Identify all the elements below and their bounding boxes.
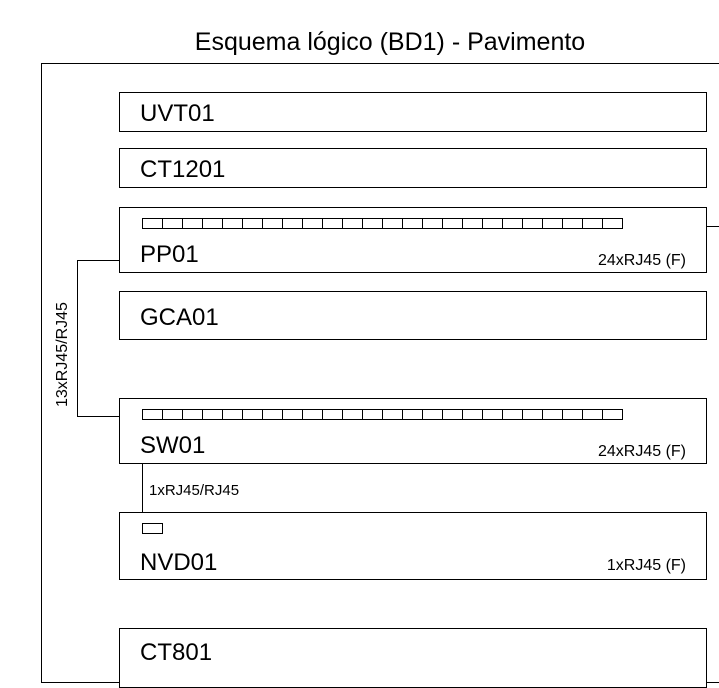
pp-sw-connector-top xyxy=(77,260,119,261)
rj45-port xyxy=(562,409,583,420)
rj45-port xyxy=(502,218,523,229)
rj45-port xyxy=(182,409,203,420)
rj45-port xyxy=(442,409,463,420)
rj45-port xyxy=(462,218,483,229)
rj45-port xyxy=(242,409,263,420)
rj45-port xyxy=(462,409,483,420)
rj45-port xyxy=(522,218,543,229)
sw01-port-row xyxy=(142,409,623,420)
rj45-port xyxy=(142,409,163,420)
rj45-port xyxy=(282,218,303,229)
sw01-switch: SW01 24xRJ45 (F) xyxy=(119,398,707,464)
rj45-port xyxy=(602,409,623,420)
rj45-port xyxy=(342,409,363,420)
rj45-port xyxy=(442,218,463,229)
ct1201-box: CT1201 xyxy=(119,148,707,188)
rj45-port xyxy=(582,218,603,229)
rj45-port xyxy=(342,218,363,229)
rj45-port xyxy=(362,218,383,229)
rj45-port xyxy=(602,218,623,229)
rj45-port xyxy=(522,409,543,420)
sw-nvd-connection-label: 1xRJ45/RJ45 xyxy=(149,482,240,499)
rj45-port xyxy=(302,218,323,229)
rj45-port xyxy=(242,218,263,229)
pp-sw-connector-bottom xyxy=(77,416,119,417)
uvt01-box: UVT01 xyxy=(119,92,707,132)
nvd01-port-spec: 1xRJ45 (F) xyxy=(606,557,686,574)
rj45-port xyxy=(322,218,343,229)
ct801-box: CT801 xyxy=(119,628,707,688)
sw-nvd-connector xyxy=(142,464,143,512)
nvd01-port-row xyxy=(142,523,163,534)
rj45-port xyxy=(322,409,343,420)
rj45-port xyxy=(382,409,403,420)
diagram-title: Esquema lógico (BD1) - Pavimento xyxy=(194,28,586,56)
rj45-port xyxy=(422,218,443,229)
rj45-port xyxy=(362,409,383,420)
sw01-label: SW01 xyxy=(140,432,206,459)
rj45-port xyxy=(142,218,163,229)
rj45-port xyxy=(482,409,503,420)
pp01-port-row xyxy=(142,218,623,229)
gca01-box: GCA01 xyxy=(119,291,707,340)
rj45-port xyxy=(422,409,443,420)
pp-sw-connection-label: 13xRJ45/RJ45 xyxy=(54,302,71,407)
ct1201-label: CT1201 xyxy=(140,156,226,183)
nvd01-recorder: NVD01 1xRJ45 (F) xyxy=(119,512,707,580)
rj45-port xyxy=(182,218,203,229)
rj45-port xyxy=(282,409,303,420)
rj45-port xyxy=(162,218,183,229)
uvt01-label: UVT01 xyxy=(140,100,215,127)
rj45-port xyxy=(542,409,563,420)
ct801-label: CT801 xyxy=(140,639,213,666)
rj45-port xyxy=(262,218,283,229)
pp-sw-connector-vertical xyxy=(77,260,78,417)
rj45-port xyxy=(542,218,563,229)
rj45-port xyxy=(222,218,243,229)
sw01-port-spec: 24xRJ45 (F) xyxy=(597,443,686,460)
rj45-port xyxy=(262,409,283,420)
pp01-patch-panel: PP01 24xRJ45 (F) xyxy=(119,207,707,273)
rj45-port xyxy=(562,218,583,229)
rj45-port xyxy=(482,218,503,229)
rj45-port xyxy=(202,218,223,229)
pp01-uplink-line xyxy=(707,226,719,227)
rj45-port xyxy=(402,218,423,229)
rj45-port xyxy=(382,218,403,229)
rj45-port xyxy=(402,409,423,420)
rj45-port xyxy=(502,409,523,420)
nvd01-label: NVD01 xyxy=(140,549,218,576)
rj45-port xyxy=(162,409,183,420)
rj45-port xyxy=(582,409,603,420)
rj45-port xyxy=(202,409,223,420)
pp01-port-spec: 24xRJ45 (F) xyxy=(597,252,686,269)
pp01-label: PP01 xyxy=(140,241,199,268)
rj45-port xyxy=(302,409,323,420)
gca01-label: GCA01 xyxy=(140,304,219,331)
rj45-port xyxy=(142,523,163,534)
rj45-port xyxy=(222,409,243,420)
